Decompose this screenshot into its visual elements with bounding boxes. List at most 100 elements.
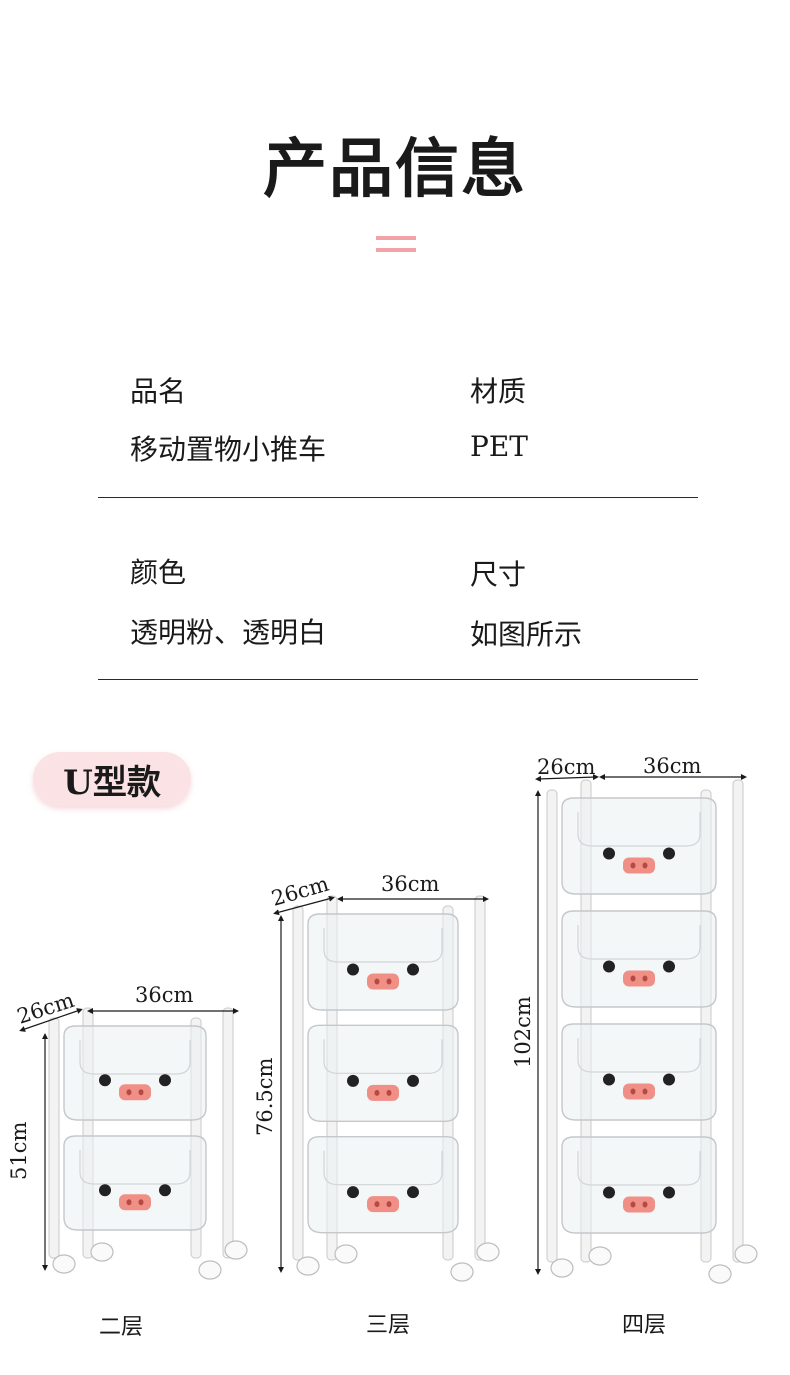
nostril-icon	[374, 1089, 380, 1096]
basket-opening	[577, 1151, 701, 1186]
eye-left-icon	[603, 847, 615, 860]
info-value-material: PET	[470, 430, 528, 463]
width-label: 36cm	[381, 872, 439, 896]
style-badge: U型款	[33, 752, 191, 806]
nostril-icon	[386, 1089, 392, 1096]
wheel-icon	[708, 1264, 732, 1284]
depth-arrow	[19, 1008, 83, 1032]
nostril-icon	[630, 975, 636, 982]
cart-post	[222, 1007, 234, 1259]
cart-post	[546, 789, 558, 1263]
page-title: 产品信息	[263, 132, 527, 207]
eye-left-icon	[99, 1074, 111, 1087]
tier-label-two: 二层	[99, 1315, 144, 1340]
basket	[63, 1135, 207, 1231]
basket-opening	[577, 812, 701, 847]
info-value-name: 移动置物小推车	[130, 433, 327, 466]
wheel-icon	[198, 1260, 222, 1280]
nostril-icon	[374, 978, 380, 985]
eye-right-icon	[663, 960, 675, 973]
basket-opening	[79, 1040, 191, 1075]
info-label-name: 品名	[130, 375, 187, 408]
depth-label: 26cm	[537, 755, 595, 779]
basket	[63, 1025, 207, 1121]
nostril-icon	[138, 1089, 144, 1096]
nostril-icon	[126, 1199, 132, 1206]
eye-left-icon	[347, 1074, 359, 1087]
info-value-size: 如图所示	[470, 618, 583, 651]
pig-nose-icon	[623, 1083, 655, 1100]
eye-left-icon	[603, 1186, 615, 1199]
nostril-icon	[374, 1201, 380, 1208]
nostril-icon	[386, 1201, 392, 1208]
pig-nose-icon	[367, 973, 399, 990]
width-label: 36cm	[643, 754, 701, 778]
nostril-icon	[642, 1088, 648, 1095]
info-label-size: 尺寸	[470, 558, 527, 591]
wheel-icon	[90, 1242, 114, 1262]
dimension-lines	[19, 774, 747, 1275]
nostril-icon	[126, 1089, 132, 1096]
wheel-icon	[334, 1244, 358, 1264]
wheel-icon	[476, 1242, 500, 1262]
depth-label: 26cm	[269, 872, 332, 911]
height-label: 76.5cm	[253, 1057, 277, 1136]
basket-opening	[577, 925, 701, 960]
eye-right-icon	[663, 847, 675, 860]
info-label-material: 材质	[470, 375, 527, 408]
pig-nose-icon	[367, 1196, 399, 1213]
width-label: 36cm	[135, 983, 193, 1007]
wheel-icon	[734, 1244, 758, 1264]
cart-post	[292, 905, 304, 1261]
accent-bar-bottom	[376, 248, 416, 252]
cart-post	[474, 895, 486, 1261]
eye-right-icon	[663, 1073, 675, 1086]
pig-nose-icon	[623, 857, 655, 874]
nostril-icon	[642, 1201, 648, 1208]
eye-right-icon	[159, 1074, 171, 1087]
height-label: 51cm	[7, 1122, 31, 1180]
wheel-icon	[588, 1246, 612, 1266]
eye-right-icon	[407, 1074, 419, 1087]
cart-post	[48, 1017, 60, 1259]
accent-bar-top	[376, 236, 416, 240]
eye-right-icon	[663, 1186, 675, 1199]
eye-left-icon	[603, 1073, 615, 1086]
nostril-icon	[642, 975, 648, 982]
basket-opening	[79, 1150, 191, 1185]
wheel-icon	[52, 1254, 76, 1274]
eye-left-icon	[603, 960, 615, 973]
pig-nose-icon	[119, 1194, 151, 1211]
wheel-icon	[296, 1256, 320, 1276]
eye-left-icon	[347, 963, 359, 976]
divider-2	[98, 679, 698, 680]
basket-opening	[577, 1038, 701, 1073]
pig-nose-icon	[623, 970, 655, 987]
eye-left-icon	[347, 1186, 359, 1199]
basket-opening	[323, 1150, 443, 1186]
nostril-icon	[630, 1201, 636, 1208]
wheel-icon	[450, 1262, 474, 1282]
eye-right-icon	[407, 1186, 419, 1199]
eye-right-icon	[407, 963, 419, 976]
eye-right-icon	[159, 1184, 171, 1197]
wheel-icon	[224, 1240, 248, 1260]
pig-nose-icon	[119, 1084, 151, 1101]
divider-1	[98, 497, 698, 498]
depth-arrow	[273, 895, 335, 916]
info-value-color: 透明粉、透明白	[130, 616, 327, 649]
tier-label-four: 四层	[622, 1313, 667, 1338]
nostril-icon	[642, 862, 648, 869]
height-label: 102cm	[511, 996, 535, 1068]
eye-left-icon	[99, 1184, 111, 1197]
cart-post	[732, 779, 744, 1263]
depth-label: 26cm	[14, 988, 77, 1029]
cart-2	[292, 895, 500, 1282]
nostril-icon	[630, 862, 636, 869]
info-label-color: 颜色	[130, 556, 187, 589]
tier-label-three: 三层	[366, 1313, 411, 1338]
basket-opening	[323, 1039, 443, 1074]
nostril-icon	[386, 978, 392, 985]
cart-3	[546, 779, 758, 1284]
